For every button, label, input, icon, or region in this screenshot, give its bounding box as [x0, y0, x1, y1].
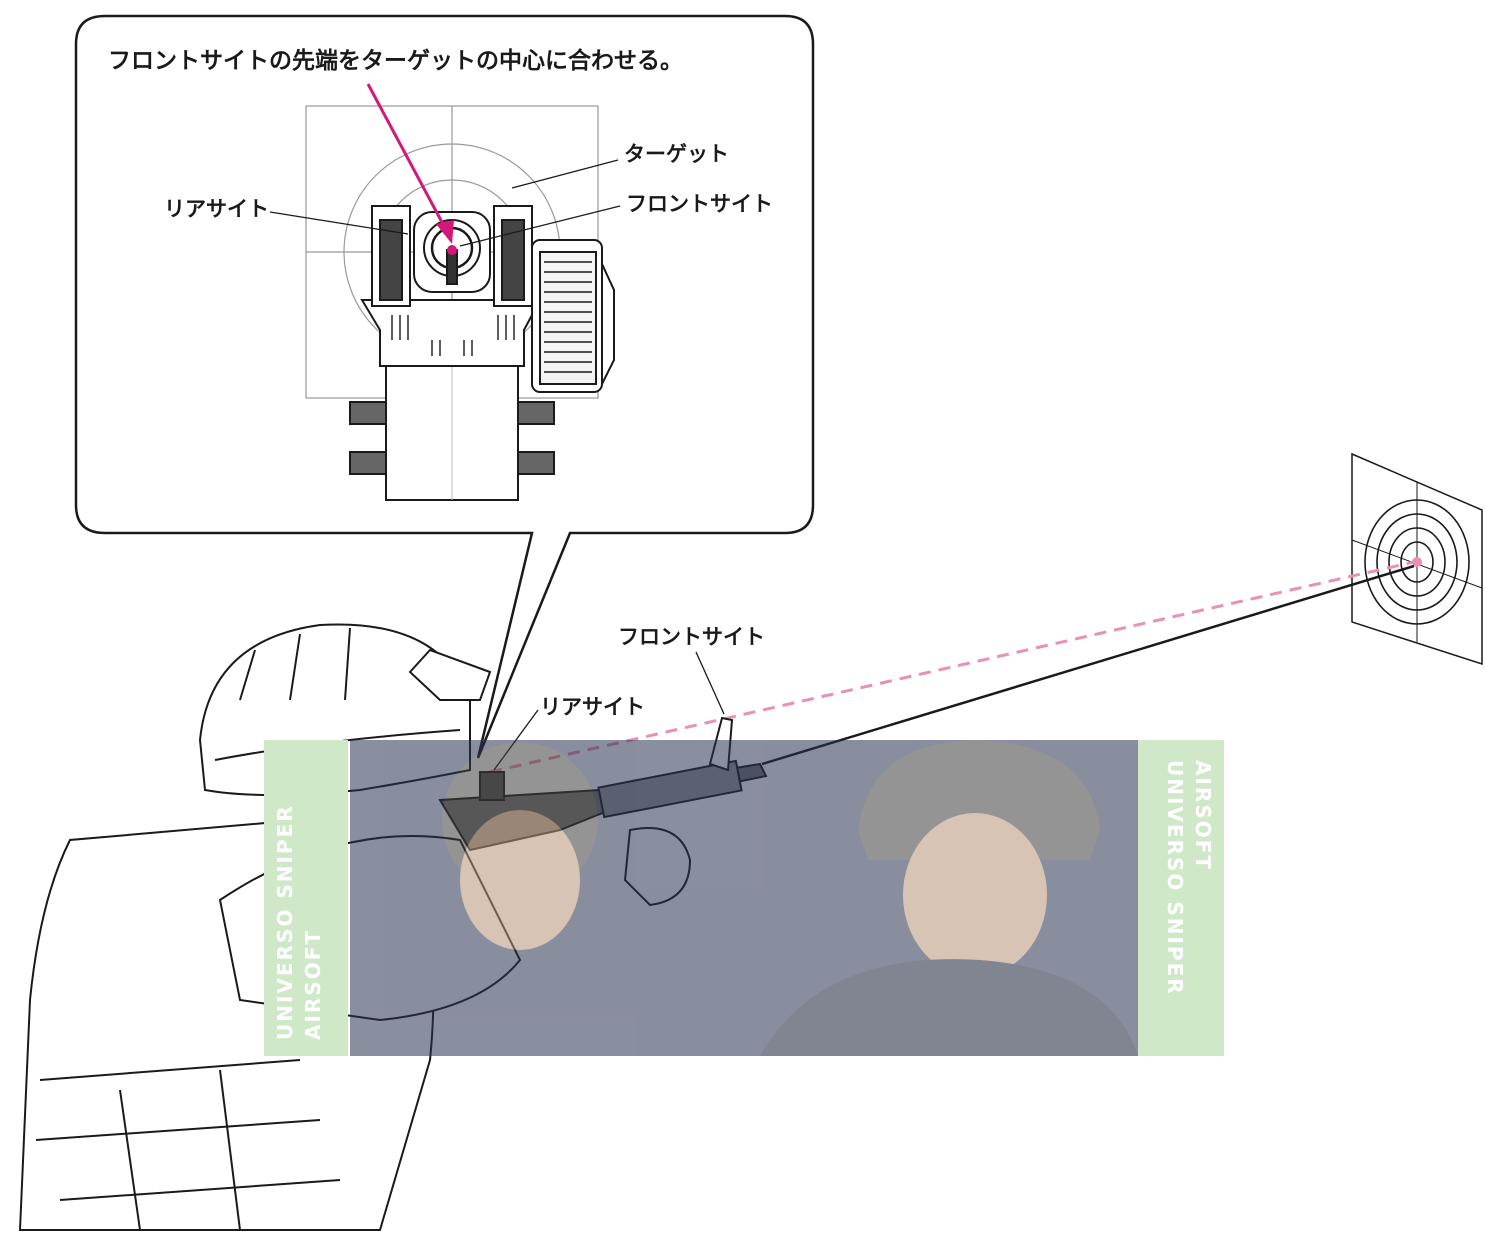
- rear-sight-closeup: [349, 205, 615, 501]
- label-rear-sight-closeup: リアサイト: [164, 197, 269, 221]
- bore-line: [761, 564, 1415, 766]
- label-front-sight-closeup: フロントサイト: [626, 192, 773, 216]
- target-center-dot: [1412, 557, 1422, 567]
- leader-front-sight: [695, 651, 725, 715]
- watermark-right-line2: UNIVERSO SNIPER: [1163, 760, 1187, 996]
- photo-overlay: [350, 740, 1138, 1056]
- watermark-left: UNIVERSO SNIPER AIRSOFT: [264, 740, 348, 1056]
- callout-leader-lines: [269, 159, 621, 247]
- label-front-sight: フロントサイト: [618, 625, 765, 649]
- watermark-left-line1: UNIVERSO SNIPER: [273, 804, 297, 1040]
- sight-line: [489, 560, 1415, 774]
- watermark-left-line2: AIRSOFT: [301, 929, 325, 1040]
- callout-instruction: フロントサイトの先端をターゲットの中心に合わせる。: [108, 47, 683, 74]
- label-target: ターゲット: [624, 142, 729, 166]
- watermark-right: AIRSOFT UNIVERSO SNIPER: [1138, 740, 1224, 1056]
- label-rear-sight: リアサイト: [540, 695, 645, 719]
- aim-point-closeup: [366, 83, 457, 255]
- watermark-right-line1: AIRSOFT: [1191, 760, 1215, 871]
